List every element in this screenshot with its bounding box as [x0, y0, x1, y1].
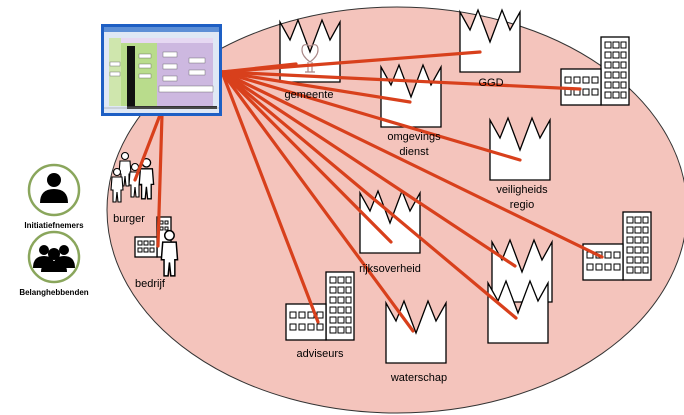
legend: Initiatiefnemers Belanghebbenden — [19, 163, 89, 297]
label-bedrijf: bedrijf — [135, 278, 166, 290]
label-veiligheidsregio-2: regio — [510, 199, 534, 211]
connector-office-right — [220, 70, 604, 259]
label-adviseurs: adviseurs — [296, 348, 344, 360]
person-icon — [40, 173, 68, 203]
connector-ggd — [220, 50, 482, 74]
label-waterschap: waterschap — [390, 372, 447, 384]
connector-omgevingsdienst — [220, 70, 412, 104]
connector-adviseurs — [220, 70, 320, 324]
connector-waterschap — [220, 70, 415, 333]
connector-veiligheidsregio — [220, 70, 522, 162]
connector-burger — [133, 113, 162, 182]
connector-bedrijf — [156, 113, 164, 248]
label-rijksoverheid: rijksoverheid — [359, 263, 421, 275]
connector-rijksoverheid — [220, 70, 393, 244]
label-omgevingsdienst-1: omgevings — [387, 131, 441, 143]
connector-lines — [133, 50, 604, 333]
label-ggd: GGD — [478, 77, 503, 89]
screenshot-thumbnail[interactable] — [101, 24, 222, 116]
connector-ggd-office — [220, 70, 582, 91]
label-omgevingsdienst-2: dienst — [399, 146, 428, 158]
label-gemeente: gemeente — [285, 89, 334, 101]
connector-extra-2 — [220, 70, 518, 320]
label-veiligheidsregio-1: veiligheids — [496, 184, 548, 196]
connector-extra-1 — [220, 70, 517, 268]
church-icon-gemeente — [279, 19, 341, 83]
label-burger: burger — [113, 213, 145, 225]
group-icon — [33, 245, 75, 272]
legend-stakeholders-label: Belanghebbenden — [19, 288, 88, 297]
legend-initiators-label: Initiatiefnemers — [24, 221, 84, 230]
